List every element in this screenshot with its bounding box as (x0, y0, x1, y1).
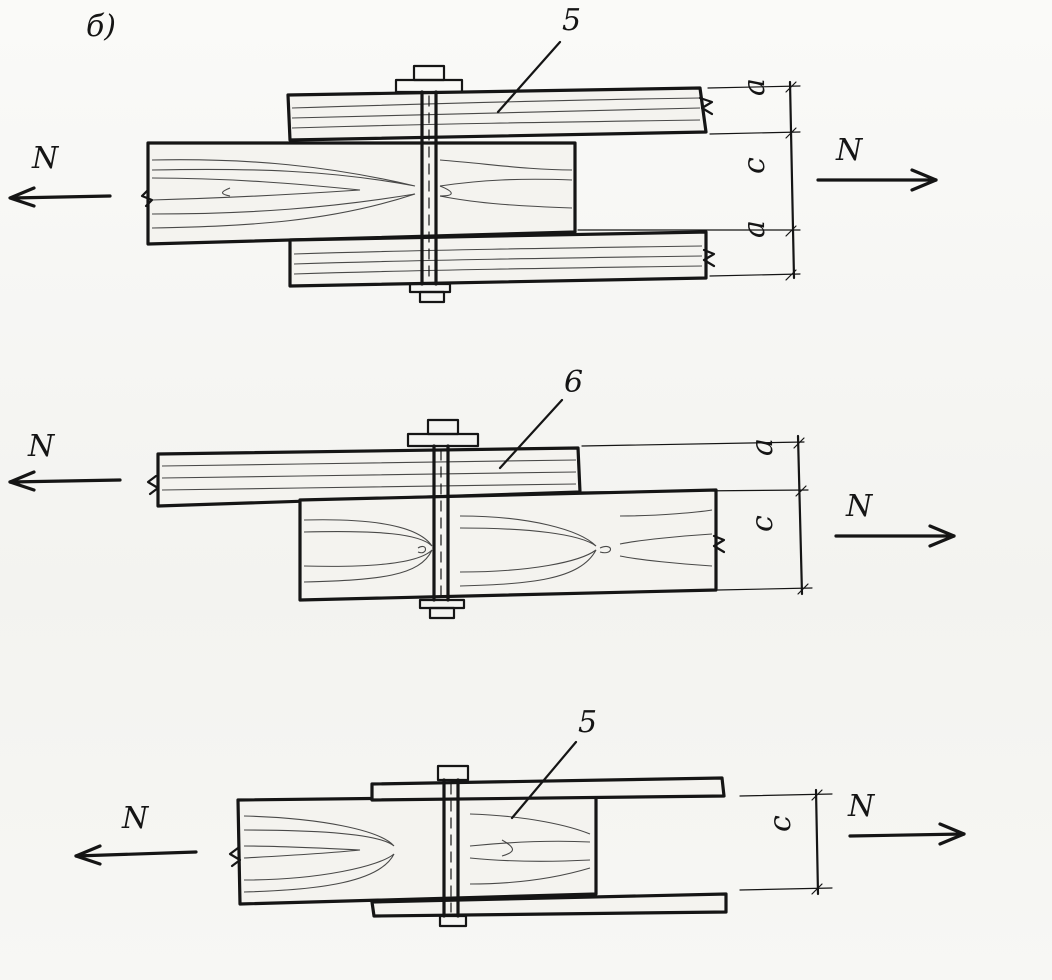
middle-dimension-c: c (745, 515, 780, 532)
top-right-force-arrow (816, 168, 938, 192)
middle-dimension-a: a (745, 438, 780, 456)
bottom-center-member (236, 794, 598, 906)
middle-left-force-arrow (8, 470, 122, 492)
top-lower-plank (288, 230, 708, 288)
top-dimension-a-lower: a (737, 220, 772, 238)
top-left-force-arrow (8, 186, 112, 208)
figure-tag: б) (86, 9, 116, 44)
middle-dimension-chain (581, 434, 813, 596)
middle-right-break-mark (712, 534, 726, 554)
bottom-dimension-c: c (763, 815, 798, 832)
top-member-number: 5 (562, 3, 581, 38)
joint-top: 5 N N a c a (8, 3, 938, 304)
top-left-break-mark (140, 188, 154, 208)
bottom-left-force-label: N (121, 801, 150, 836)
middle-lower-beam (298, 488, 718, 602)
bottom-bolt (436, 764, 470, 928)
top-dimension-c: c (737, 157, 772, 174)
bottom-upper-plate (370, 776, 726, 802)
middle-member-number: 6 (564, 365, 583, 400)
top-center-member (146, 141, 577, 246)
bottom-left-break-mark (228, 846, 242, 868)
middle-left-force-label: N (27, 429, 56, 464)
top-right-force-label: N (835, 133, 864, 168)
top-left-force-label: N (31, 141, 60, 176)
top-dimension-a-upper: a (737, 78, 772, 96)
bottom-left-force-arrow (74, 844, 198, 866)
joint-middle: 6 N N a c (8, 365, 956, 620)
middle-bolt (406, 418, 480, 620)
bottom-right-force-label: N (847, 789, 876, 824)
bottom-member-number: 5 (578, 705, 597, 740)
middle-right-force-label: N (845, 489, 874, 524)
bottom-dimension-chain (739, 788, 833, 896)
bottom-leader-line (510, 740, 578, 820)
middle-right-force-arrow (834, 524, 956, 548)
top-leader-line (496, 40, 562, 114)
bottom-right-force-arrow (848, 822, 966, 846)
middle-left-break-mark (146, 474, 160, 496)
bottom-lower-plate (370, 892, 728, 918)
top-lower-break-mark (702, 248, 716, 268)
top-upper-plank (286, 86, 708, 142)
top-dimension-chain (577, 80, 801, 281)
middle-leader-line (498, 398, 564, 470)
top-bolt (394, 64, 464, 304)
joint-bottom: 5 N N c (74, 705, 966, 928)
top-upper-break-mark (698, 96, 714, 116)
